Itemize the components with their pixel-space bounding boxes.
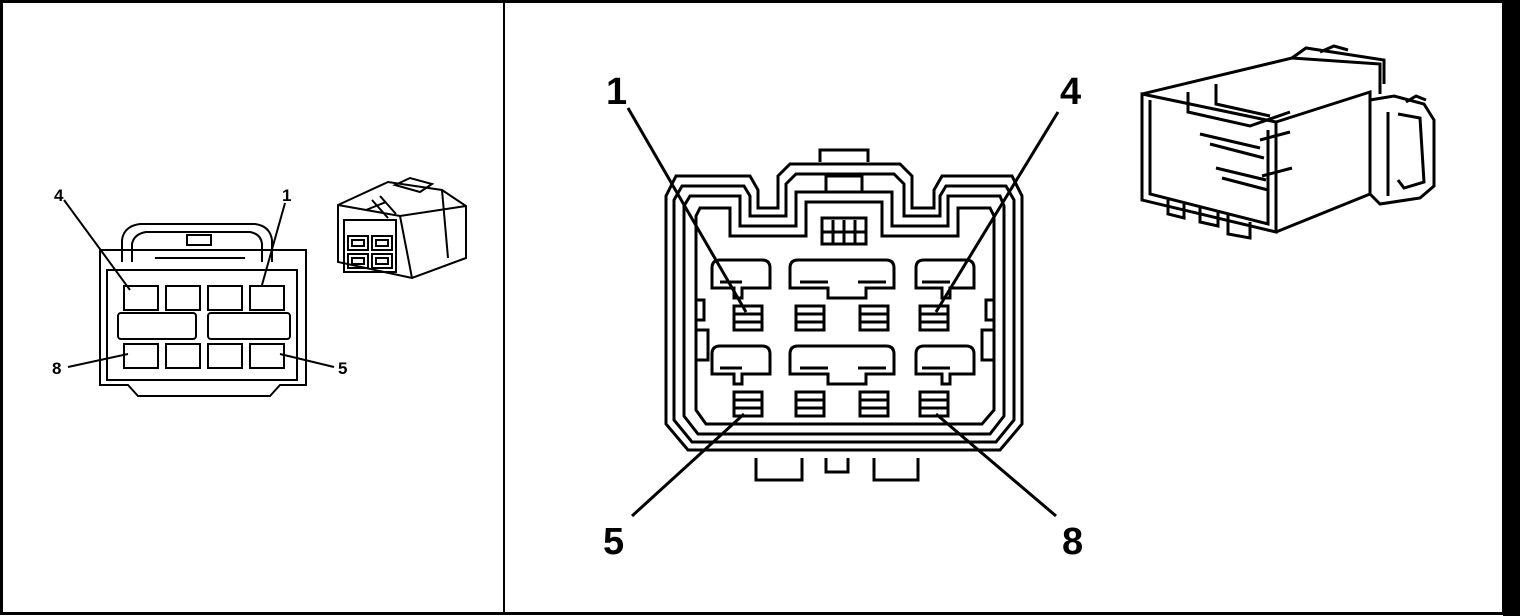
callout-line-pin-4-left bbox=[63, 199, 131, 291]
callout-line-pin-1-left bbox=[261, 202, 286, 286]
left-connector-isometric bbox=[337, 176, 467, 280]
pin-label-4-left: 4 bbox=[54, 186, 64, 205]
callout-line-pin-4-right bbox=[934, 111, 1060, 313]
pin-label-8-left: 8 bbox=[52, 359, 61, 378]
right-top-row bbox=[710, 258, 976, 332]
pin-label-5-left: 5 bbox=[338, 359, 347, 378]
pin-label-1-left: 1 bbox=[282, 186, 291, 205]
callout-line-pin-5-right bbox=[630, 412, 746, 518]
right-bottom-row bbox=[710, 344, 976, 418]
callout-line-pin-5-left bbox=[279, 353, 335, 368]
pin-label-8-right: 8 bbox=[1062, 521, 1083, 563]
callout-line-pin-8-left bbox=[67, 353, 129, 368]
pin-label-1-right: 1 bbox=[606, 71, 627, 113]
right-connector-isometric bbox=[1140, 44, 1436, 240]
right-black-edge bbox=[1503, 0, 1520, 616]
right-connector-face bbox=[664, 148, 1024, 482]
pin-label-4-right: 4 bbox=[1060, 71, 1081, 113]
callout-line-pin-1-right bbox=[626, 107, 748, 313]
left-panel: 4 1 8 5 bbox=[52, 176, 467, 397]
right-panel: 1 4 5 8 bbox=[603, 44, 1436, 563]
left-connector-face bbox=[99, 223, 307, 397]
pin-label-5-right: 5 bbox=[603, 521, 624, 563]
callout-line-pin-8-right bbox=[935, 412, 1057, 518]
